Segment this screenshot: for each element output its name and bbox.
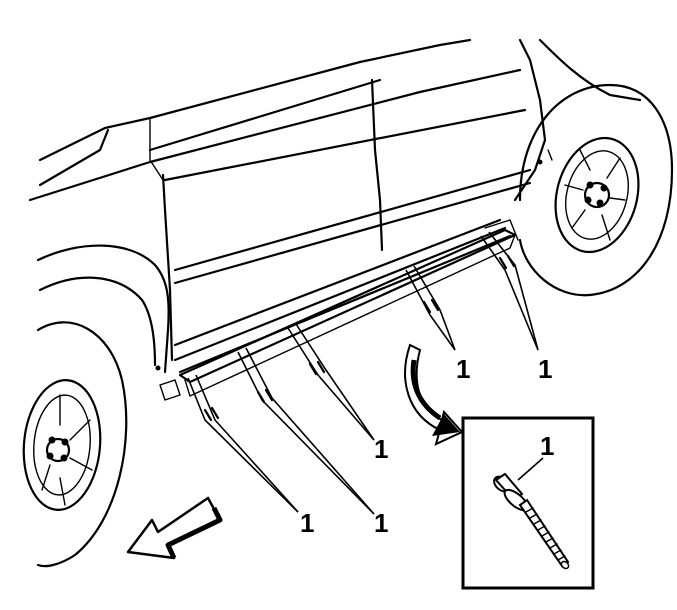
front-direction-arrow-icon: [126, 496, 223, 560]
callout-label: 1: [374, 434, 388, 464]
front-wheel: [22, 321, 128, 568]
push-rivet-icon: [493, 472, 570, 570]
detail-callout-label: 1: [540, 431, 554, 461]
rocker-molding: [159, 219, 519, 401]
callout-label: 1: [374, 508, 388, 538]
rivet-leaders: [187, 231, 539, 515]
rivet-detail-inset: 1: [461, 416, 595, 590]
curved-detail-arrow-icon: [404, 343, 464, 446]
rear-wheel: [518, 83, 674, 297]
callout-label: 1: [300, 508, 314, 538]
vehicle-body: [28, 38, 642, 374]
callout-label: 1: [456, 354, 470, 384]
callout-labels: 1 1 1 1 1: [300, 354, 552, 538]
callout-label: 1: [538, 354, 552, 384]
